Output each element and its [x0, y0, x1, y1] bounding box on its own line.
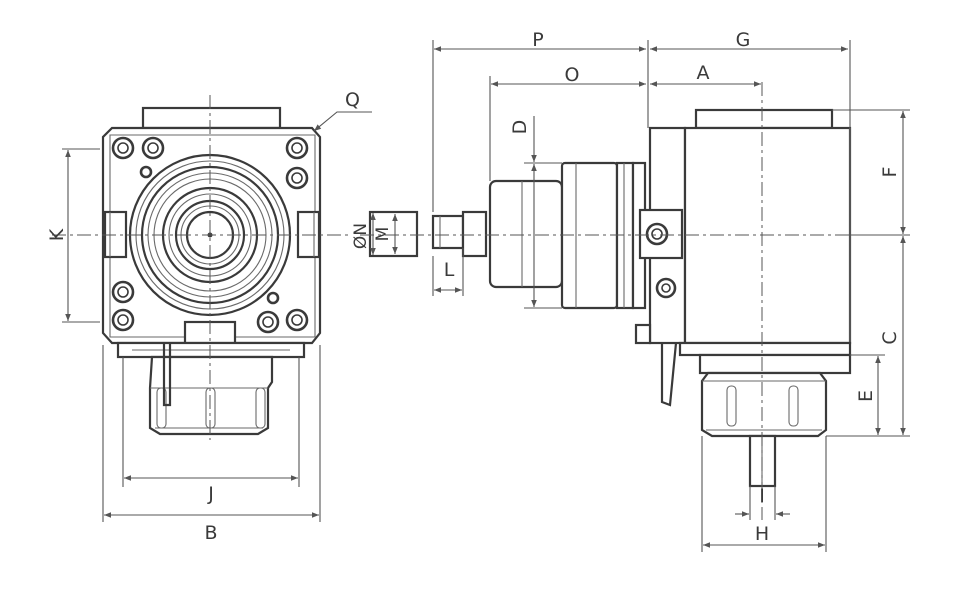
label-j: J [207, 483, 214, 505]
label-h: H [755, 523, 769, 545]
label-n: ØN [351, 223, 371, 249]
label-f: F [879, 167, 901, 178]
label-o: O [565, 64, 580, 86]
label-b: B [204, 522, 217, 544]
tool-tip [431, 214, 465, 250]
front-view: Q K J B [46, 89, 372, 544]
mounting-bolts [111, 136, 309, 334]
coolant-pipe [162, 343, 172, 407]
collet-nut [148, 355, 274, 436]
label-g: G [736, 29, 751, 51]
side-collet-nut [700, 371, 828, 438]
label-k: K [46, 228, 68, 241]
label-c: C [879, 331, 901, 344]
label-d: D [509, 120, 531, 135]
side-coolant-pipe [660, 342, 678, 407]
label-p: P [532, 29, 543, 51]
top-cap [694, 108, 834, 130]
lower-neck [698, 353, 852, 375]
side-view: P G O A D ØN M L F C [351, 29, 910, 552]
top-boss [141, 106, 282, 130]
lower-flange [678, 341, 852, 357]
label-i: I [759, 485, 765, 507]
side-stud [634, 323, 652, 345]
label-l: L [444, 259, 455, 281]
label-a: A [697, 62, 710, 84]
tool-collar [461, 210, 488, 258]
label-q: Q [345, 89, 360, 111]
label-m: M [373, 227, 393, 242]
label-e: E [855, 390, 877, 402]
drive-head [488, 179, 564, 289]
